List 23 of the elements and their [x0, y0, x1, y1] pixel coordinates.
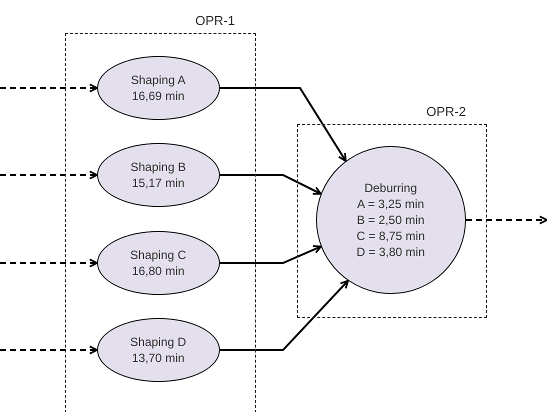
process-name: Shaping B — [130, 158, 186, 175]
group-heading: OPR-2 — [426, 104, 466, 119]
process-time: 15,17 min — [132, 174, 185, 191]
process-time: 16,69 min — [132, 88, 185, 104]
dashed-arrow — [0, 84, 98, 92]
process-name: Deburring — [364, 180, 418, 196]
arrow — [220, 245, 322, 264]
process-time: 16,80 min — [132, 262, 185, 279]
dashed-arrow — [466, 216, 547, 224]
process-time: D = 3,80 min — [356, 244, 425, 260]
process-name: Shaping A — [130, 72, 186, 88]
arrow — [220, 280, 349, 351]
process-time: 13,70 min — [132, 350, 185, 366]
dashed-arrow — [0, 170, 98, 180]
process-name: Shaping C — [130, 246, 186, 263]
process-time: B = 2,50 min — [356, 212, 425, 228]
process-time: C = 8,75 min — [356, 228, 425, 244]
dashed-arrow — [0, 258, 98, 268]
group-heading: OPR-1 — [195, 13, 235, 28]
process-time: A = 3,25 min — [357, 196, 424, 212]
dashed-arrow — [0, 346, 98, 354]
process-name: Shaping D — [130, 334, 186, 350]
arrow — [220, 174, 322, 195]
